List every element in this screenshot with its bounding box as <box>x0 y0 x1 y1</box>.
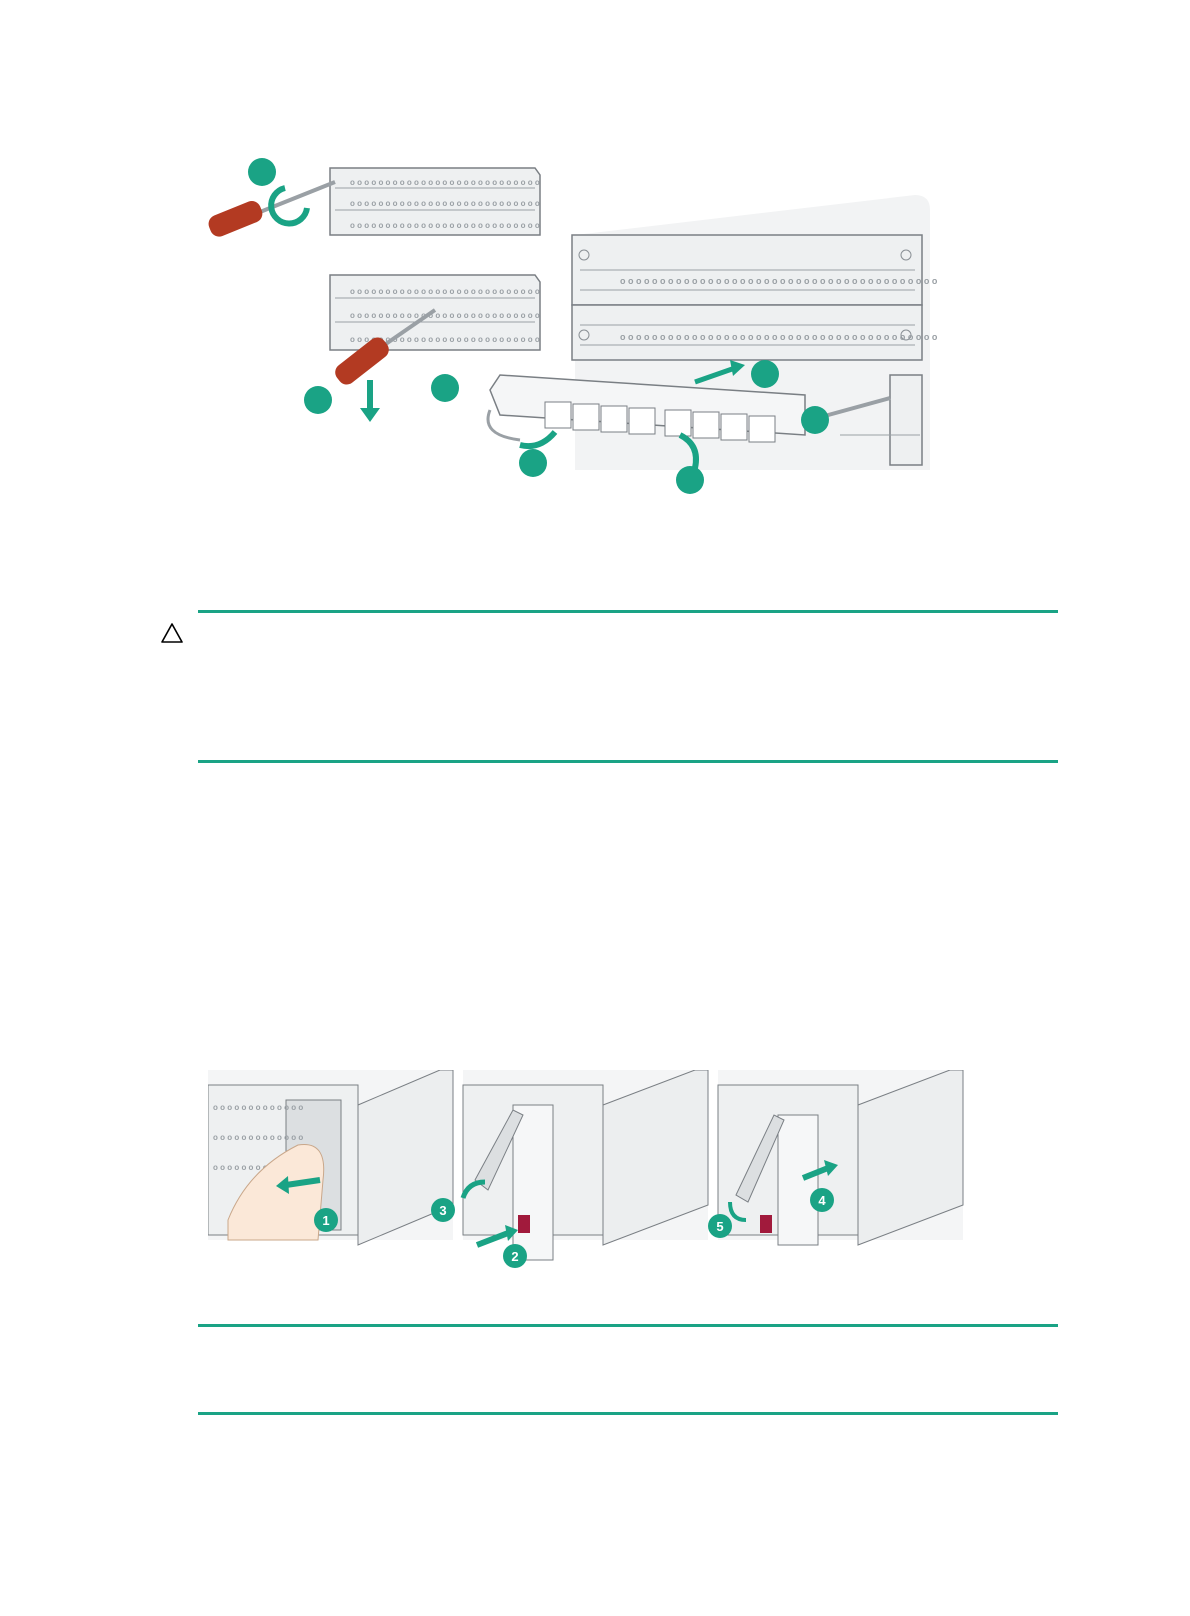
drive-panel-3: 4 5 <box>708 1070 964 1246</box>
svg-text:o o o o o o o o o o o o o o o: o o o o o o o o o o o o o o o o o o o o … <box>350 287 540 296</box>
filler-panel-upper: o o o o o o o o o o o o o o o o o o o o … <box>329 167 541 236</box>
step-badge <box>431 374 459 402</box>
warning-triangle-icon <box>161 623 183 643</box>
svg-text:1: 1 <box>322 1213 329 1228</box>
svg-text:o o o o o o o o o o o o o: o o o o o o o o o o o o o <box>213 1163 303 1172</box>
step-badge <box>676 466 704 494</box>
screwdriver-icon <box>335 308 437 422</box>
note-top-rule <box>198 1324 1058 1327</box>
card-installation-figure: o o o o o o o o o o o o o o o o o o o o … <box>208 158 940 494</box>
step-badge <box>304 386 332 414</box>
svg-text:o o o o o o o o o o o o o o o: o o o o o o o o o o o o o o o o o o o o … <box>620 276 940 286</box>
interface-card-illustration <box>486 360 891 469</box>
drive-installation-figure: o o o o o o o o o o o o o o o o o o o o … <box>208 1070 964 1268</box>
caution-bottom-rule <box>198 760 1058 763</box>
svg-text:o o o o o o o o o o o o o o o: o o o o o o o o o o o o o o o o o o o o … <box>350 199 540 208</box>
screwdriver-icon <box>208 180 336 237</box>
svg-text:5: 5 <box>716 1219 723 1234</box>
note-bottom-rule <box>198 1412 1058 1415</box>
step-badges <box>248 158 829 494</box>
step-badge <box>519 449 547 477</box>
svg-text:o o o o o o o o o o o o o o o: o o o o o o o o o o o o o o o o o o o o … <box>350 311 540 320</box>
svg-text:o o o o o o o o o o o o o: o o o o o o o o o o o o o <box>213 1103 303 1112</box>
svg-text:4: 4 <box>818 1193 826 1208</box>
svg-text:o o o o o o o o o o o o o: o o o o o o o o o o o o o <box>213 1133 303 1142</box>
svg-text:3: 3 <box>439 1203 446 1218</box>
step-badge <box>801 406 829 434</box>
svg-text:2: 2 <box>511 1249 518 1264</box>
svg-text:o o o o o o o o o o o o o o o: o o o o o o o o o o o o o o o o o o o o … <box>350 178 540 187</box>
caution-top-rule <box>198 610 1058 613</box>
filler-panel-lower: o o o o o o o o o o o o o o o o o o o o … <box>329 274 541 351</box>
svg-text:o o o o o o o o o o o o o o o: o o o o o o o o o o o o o o o o o o o o … <box>620 332 940 342</box>
drive-panel-1: o o o o o o o o o o o o o o o o o o o o … <box>208 1070 454 1246</box>
svg-text:o o o o o o o o o o o o o o o: o o o o o o o o o o o o o o o o o o o o … <box>350 335 540 344</box>
step-badge <box>751 360 779 388</box>
svg-text:o o o o o o o o o o o o o o o: o o o o o o o o o o o o o o o o o o o o … <box>350 221 540 230</box>
drive-panel-2: 3 2 <box>431 1070 709 1268</box>
step-badge <box>248 158 276 186</box>
